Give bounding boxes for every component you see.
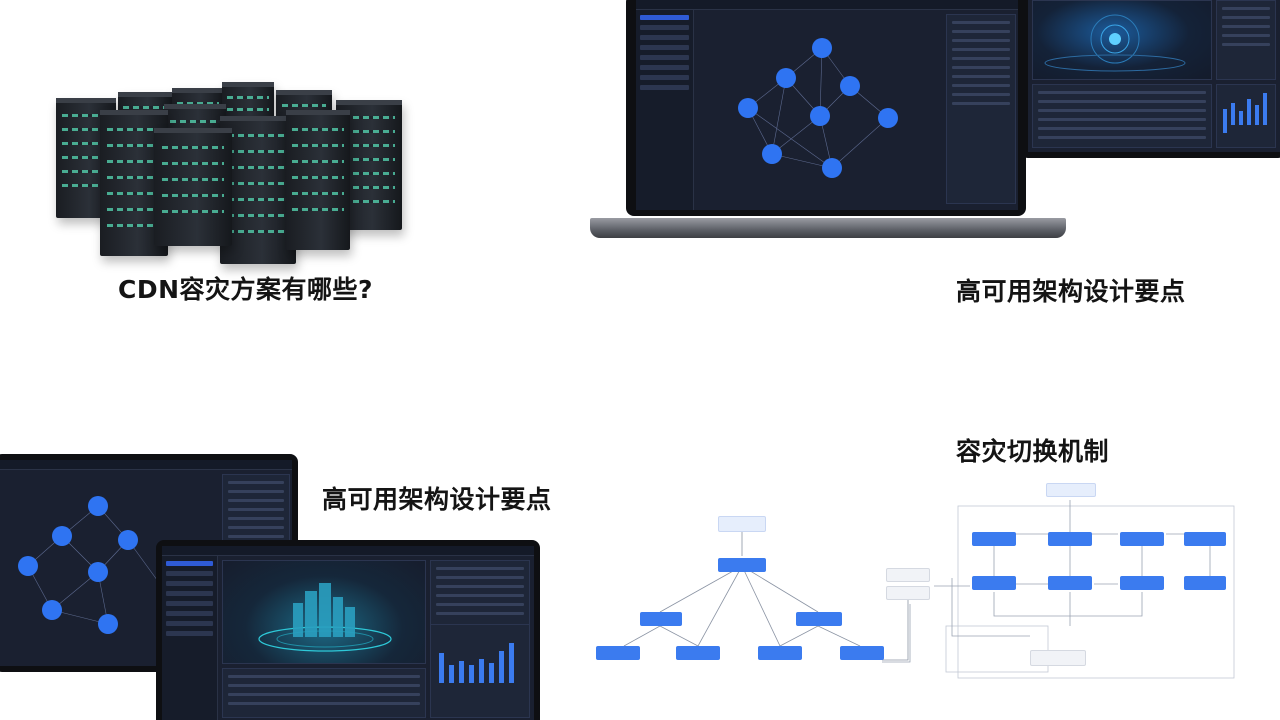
network-node-icon — [840, 76, 860, 96]
tree-flow-connectors — [623, 532, 909, 661]
server-rack-icon — [286, 110, 350, 250]
monitor-hero-panel — [1032, 0, 1212, 80]
network-node-icon — [52, 526, 72, 546]
flow-node — [796, 612, 842, 626]
network-node-icon — [810, 106, 830, 126]
server-rack-icon — [154, 128, 232, 246]
network-node-icon — [878, 108, 898, 128]
laptop-screen-topology — [636, 0, 1018, 210]
network-topology-graph — [18, 496, 161, 634]
monitor-bar-panel — [1216, 84, 1276, 148]
network-node-icon — [812, 38, 832, 58]
network-node-icon — [738, 98, 758, 118]
city-buildings-icon — [258, 583, 392, 652]
bar-chart-icon — [1223, 93, 1267, 133]
network-node-icon — [822, 158, 842, 178]
title-failover: 容灾切换机制 — [956, 437, 1110, 466]
flow-node — [1046, 483, 1096, 497]
flow-node — [972, 532, 1016, 546]
bar-chart-icon — [439, 643, 514, 683]
flow-node — [1184, 576, 1226, 590]
failover-flow-connectors — [882, 500, 1235, 679]
monitor-table-panel — [1032, 84, 1212, 148]
flow-node — [1048, 576, 1092, 590]
title-ha-bottom: 高可用架构设计要点 — [322, 485, 552, 514]
laptop-right-panel — [946, 14, 1016, 204]
front-monitor-sidebar — [162, 556, 218, 720]
network-node-icon — [118, 530, 138, 550]
flow-node — [758, 646, 802, 660]
title-cdn: CDN容灾方案有哪些? — [118, 275, 374, 304]
network-node-icon — [18, 556, 38, 576]
flow-node — [1184, 532, 1226, 546]
server-racks-illustration — [40, 60, 440, 264]
front-monitor-hero — [222, 560, 426, 664]
front-monitor-bar-panel — [430, 624, 530, 718]
flow-node — [886, 568, 930, 582]
flow-node — [840, 646, 884, 660]
network-node-icon — [762, 144, 782, 164]
title-ha-top: 高可用架构设计要点 — [956, 277, 1186, 306]
flow-node — [1120, 576, 1164, 590]
server-rack-icon — [220, 116, 296, 264]
network-node-icon — [42, 600, 62, 620]
flow-node — [640, 612, 682, 626]
laptop-sidebar — [636, 10, 694, 210]
flow-node — [886, 586, 930, 600]
flow-node — [972, 576, 1016, 590]
flow-node — [1120, 532, 1164, 546]
network-node-icon — [88, 496, 108, 516]
radar-icon — [1044, 14, 1186, 72]
flow-node — [1030, 650, 1086, 666]
monitor-side-panel — [1216, 0, 1276, 80]
laptop-topbar — [636, 0, 1018, 10]
laptop-base — [590, 218, 1066, 238]
flow-node — [718, 516, 766, 532]
network-node-icon — [98, 614, 118, 634]
network-topology-graph — [738, 38, 898, 178]
monitor-screen-dashboard — [1028, 0, 1280, 152]
network-node-icon — [88, 562, 108, 582]
network-node-icon — [776, 68, 796, 88]
flow-node — [676, 646, 720, 660]
flow-node — [596, 646, 640, 660]
flow-node — [718, 558, 766, 572]
front-monitor-screen — [162, 546, 534, 720]
flow-node — [1048, 532, 1092, 546]
front-monitor-table — [222, 668, 426, 718]
